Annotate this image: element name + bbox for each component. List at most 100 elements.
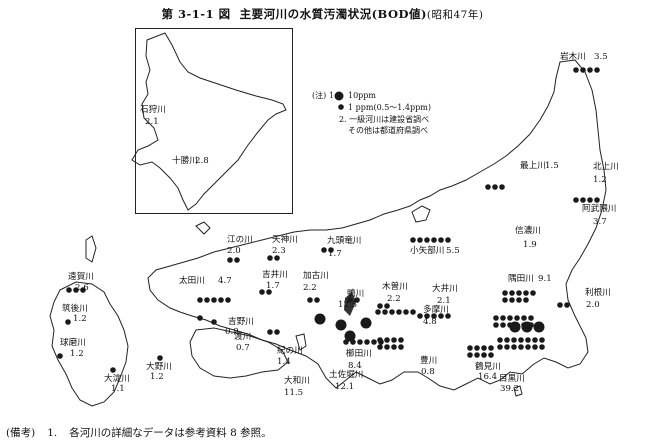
dot-small	[521, 322, 527, 328]
dot-small	[384, 337, 390, 343]
dot-small	[499, 184, 505, 190]
river-name: 太田川	[179, 276, 205, 286]
dot-small	[110, 367, 116, 373]
dot-small	[504, 344, 510, 350]
dot-small	[328, 247, 334, 253]
river-name: 岩木川	[560, 52, 586, 62]
dot-small	[485, 184, 491, 190]
dot-small	[403, 309, 409, 315]
dot-small	[227, 257, 233, 263]
river-bod-value: 5.5	[446, 246, 460, 256]
dot-big	[360, 317, 372, 329]
dot-big	[314, 313, 326, 325]
river-bod-value: 12.1	[335, 382, 355, 392]
hokkaido-outline	[131, 32, 287, 211]
river-bod-value: 2.0	[227, 246, 241, 256]
river-bod-value: 2.2	[387, 294, 401, 304]
dot-small	[502, 290, 508, 296]
dot-small	[259, 289, 265, 295]
figure-number: 第 3-1-1 図	[161, 7, 231, 21]
river-bod-value: 4.8	[423, 317, 437, 327]
river-bod-value: 4.7	[218, 276, 232, 286]
dot-small	[504, 337, 510, 343]
dot-small	[509, 290, 515, 296]
river-name: 北上川	[593, 162, 619, 172]
dot-small	[410, 237, 416, 243]
dot-small	[530, 290, 536, 296]
dot-small	[389, 309, 395, 315]
river-name: 加古川	[303, 271, 329, 281]
river-bod-value: 2.2	[303, 283, 317, 293]
river-bod-value: 1.4	[277, 357, 291, 367]
dot-small	[500, 315, 506, 321]
dot-small	[80, 287, 86, 293]
dot-big	[533, 321, 545, 333]
dot-small	[523, 297, 529, 303]
river-name: 目黒川	[499, 374, 525, 384]
river-bod-value: 0.9	[225, 327, 239, 337]
river-name: 十勝川	[172, 156, 198, 166]
sado-island	[411, 205, 431, 223]
dot-small	[274, 329, 280, 335]
dot-small	[438, 237, 444, 243]
river-bod-value: 1.2	[70, 349, 84, 359]
river-name: 大和川	[284, 376, 310, 386]
dot-small	[497, 344, 503, 350]
river-bod-value: 1.7	[328, 249, 342, 259]
dot-small	[417, 313, 423, 319]
dot-small	[431, 313, 437, 319]
river-name: 隅田川	[508, 274, 534, 284]
dot-small	[509, 297, 515, 303]
dot-small	[532, 337, 538, 343]
river-name: 筑後川	[62, 304, 88, 314]
river-name: 大井川	[432, 284, 458, 294]
dot-small	[481, 345, 487, 351]
river-name: 多摩川	[423, 305, 449, 315]
river-bod-value: 2.1	[145, 117, 159, 127]
dot-small	[516, 297, 522, 303]
dot-small	[391, 337, 397, 343]
river-bod-value: 11.5	[284, 388, 304, 398]
dot-small	[377, 337, 383, 343]
dot-small	[525, 344, 531, 350]
izu-island	[513, 385, 523, 397]
dot-small	[398, 344, 404, 350]
dot-small	[321, 247, 327, 253]
dot-small	[467, 352, 473, 358]
dot-small	[398, 337, 404, 343]
dot-small	[307, 297, 313, 303]
dot-small	[431, 237, 437, 243]
dot-small	[445, 313, 451, 319]
legend-note-3: その他は都道府県調べ	[348, 126, 428, 135]
river-name: 大淀川	[104, 374, 130, 384]
river-name: 吉井川	[262, 270, 288, 280]
dot-small	[225, 297, 231, 303]
dot-small	[267, 255, 273, 261]
dot-small	[73, 287, 79, 293]
dot-small	[528, 322, 534, 328]
river-name: 石狩川	[140, 105, 166, 115]
dot-small	[424, 237, 430, 243]
dot-small	[197, 297, 203, 303]
dot-small	[493, 315, 499, 321]
dot-small	[511, 337, 517, 343]
river-bod-value: 8.4	[348, 361, 362, 371]
river-bod-value: 1.2	[593, 175, 607, 185]
dot-small	[488, 345, 494, 351]
dot-small	[528, 315, 534, 321]
dot-small	[424, 313, 430, 319]
figure-period: (昭和47年)	[426, 9, 484, 21]
dot-small	[396, 309, 402, 315]
dot-small	[514, 315, 520, 321]
dot-small	[417, 237, 423, 243]
dot-small	[343, 339, 349, 345]
dot-small	[377, 344, 383, 350]
river-name: 鶴見川	[475, 362, 501, 372]
dot-small	[493, 322, 499, 328]
dot-small	[500, 322, 506, 328]
dot-small	[410, 309, 416, 315]
river-bod-value: 2.1	[437, 296, 451, 306]
dot-small	[211, 319, 217, 325]
river-bod-value: 1.2	[150, 372, 164, 382]
dot-small	[204, 297, 210, 303]
